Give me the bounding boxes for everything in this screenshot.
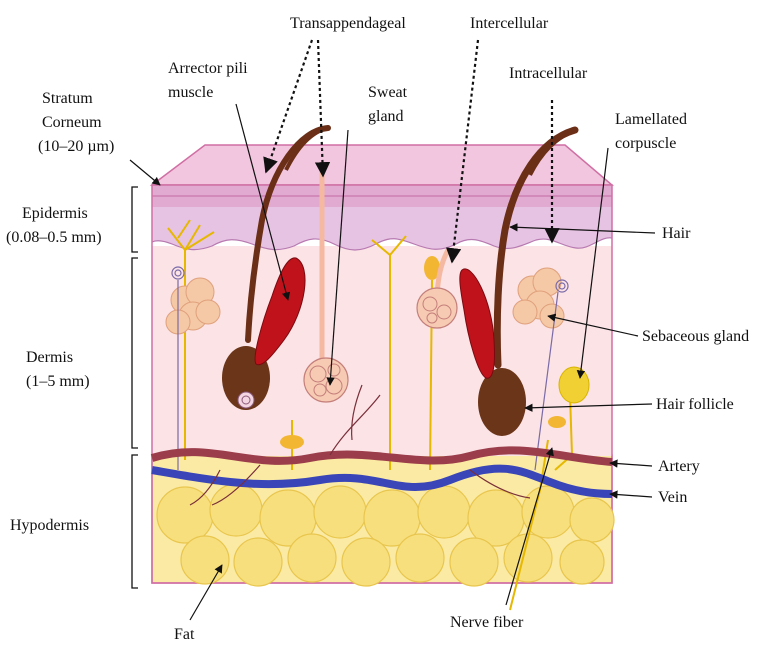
label-hair: Hair <box>662 225 691 242</box>
nerve-ending-center <box>280 435 304 449</box>
label-epidermis-1: Epidermis <box>22 205 88 222</box>
label-stratum-2: Corneum <box>42 114 102 131</box>
label-arrector-pili-1: Arrector pili <box>168 60 248 77</box>
epidermis-bracket <box>132 187 138 252</box>
layer-brackets <box>132 187 138 588</box>
label-hair-follicle: Hair follicle <box>656 396 734 413</box>
label-sebaceous-gland: Sebaceous gland <box>642 328 749 345</box>
label-dermis-2: (1–5 mm) <box>26 373 90 390</box>
label-fat: Fat <box>174 626 195 643</box>
label-transappendageal: Transappendageal <box>290 15 406 32</box>
label-intracellular: Intracellular <box>509 65 588 82</box>
label-artery: Artery <box>658 458 700 475</box>
lamellated-corpuscle-shape <box>559 367 589 403</box>
label-lamellated-2: corpuscle <box>615 135 676 152</box>
label-epidermis-2: (0.08–0.5 mm) <box>6 229 102 246</box>
hair-follicle-bulb-right <box>478 368 526 436</box>
label-stratum-1: Stratum <box>42 90 93 107</box>
label-vein: Vein <box>658 489 687 506</box>
label-sweat-gland-2: gland <box>368 108 404 125</box>
label-nerve-fiber: Nerve fiber <box>450 614 524 631</box>
label-stratum-3: (10–20 µm) <box>38 138 114 155</box>
label-dermis-1: Dermis <box>26 349 73 366</box>
label-intercellular: Intercellular <box>470 15 549 32</box>
label-hypodermis: Hypodermis <box>10 517 89 534</box>
nerve-ending-small <box>548 416 566 428</box>
label-lamellated-1: Lamellated <box>615 111 687 128</box>
label-arrector-pili-2: muscle <box>168 84 213 101</box>
dermis-bracket <box>132 258 138 448</box>
label-sweat-gland-1: Sweat <box>368 84 408 101</box>
hypodermis-bracket <box>132 455 138 588</box>
